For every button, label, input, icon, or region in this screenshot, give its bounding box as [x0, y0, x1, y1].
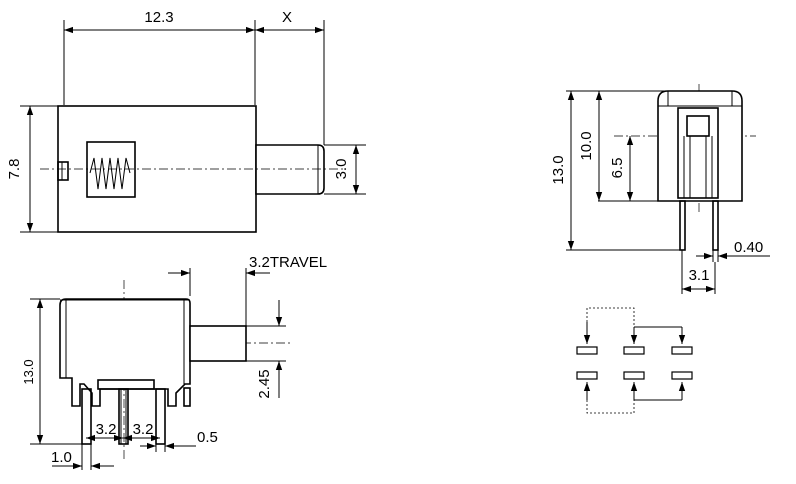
actuator-top: [255, 144, 325, 195]
length-dimension-label: 12.3: [144, 9, 173, 26]
front-pin-left: [679, 200, 686, 251]
actuator-dimension-label: 3.0: [333, 159, 350, 180]
pin-right: [155, 388, 166, 445]
actuator-side: [189, 325, 247, 362]
side-view: 3.2TRAVEL 2.45 13.0 3.2 3.2 0.5 1.0: [21, 254, 327, 470]
spring-window: [86, 141, 136, 198]
height-dimension-label: 7.8: [6, 159, 23, 180]
pad-6: [671, 371, 693, 380]
edge-dimension-label: 1.0: [51, 449, 72, 466]
pin-circuit: [576, 307, 693, 414]
pad-4: [576, 371, 598, 380]
pin-center: [118, 388, 129, 445]
pitch-right-label: 3.2: [133, 421, 154, 438]
switch-body-side: [59, 298, 191, 407]
top-view: 12.3 X 7.8 3.0: [6, 9, 366, 233]
pin-width-label: 0.5: [197, 429, 218, 446]
front-width-label: 3.1: [689, 267, 710, 284]
pad-1: [576, 346, 598, 355]
front-view: 13.0 10.0 6.5 0.40 3.1: [550, 84, 770, 294]
front-pin-label: 0.40: [734, 239, 763, 256]
front-center-label: 6.5: [609, 158, 626, 179]
offset-dimension-label: 2.45: [256, 369, 273, 398]
pad-3: [671, 346, 693, 355]
pad-2: [623, 346, 645, 355]
pin-left: [81, 388, 92, 445]
pad-5: [623, 371, 645, 380]
front-pin-right: [712, 200, 719, 251]
front-total-height-label: 13.0: [550, 155, 567, 184]
switch-body-front: [657, 90, 743, 202]
travel-label: 3.2TRAVEL: [249, 254, 327, 271]
x-dimension-label: X: [282, 9, 292, 26]
side-height-label: 13.0: [21, 359, 36, 384]
actuator-front: [686, 115, 710, 137]
front-body-height-label: 10.0: [578, 131, 595, 160]
pitch-left-label: 3.2: [96, 421, 117, 438]
actuator-slot: [677, 107, 719, 199]
spring-icon: [89, 157, 131, 190]
